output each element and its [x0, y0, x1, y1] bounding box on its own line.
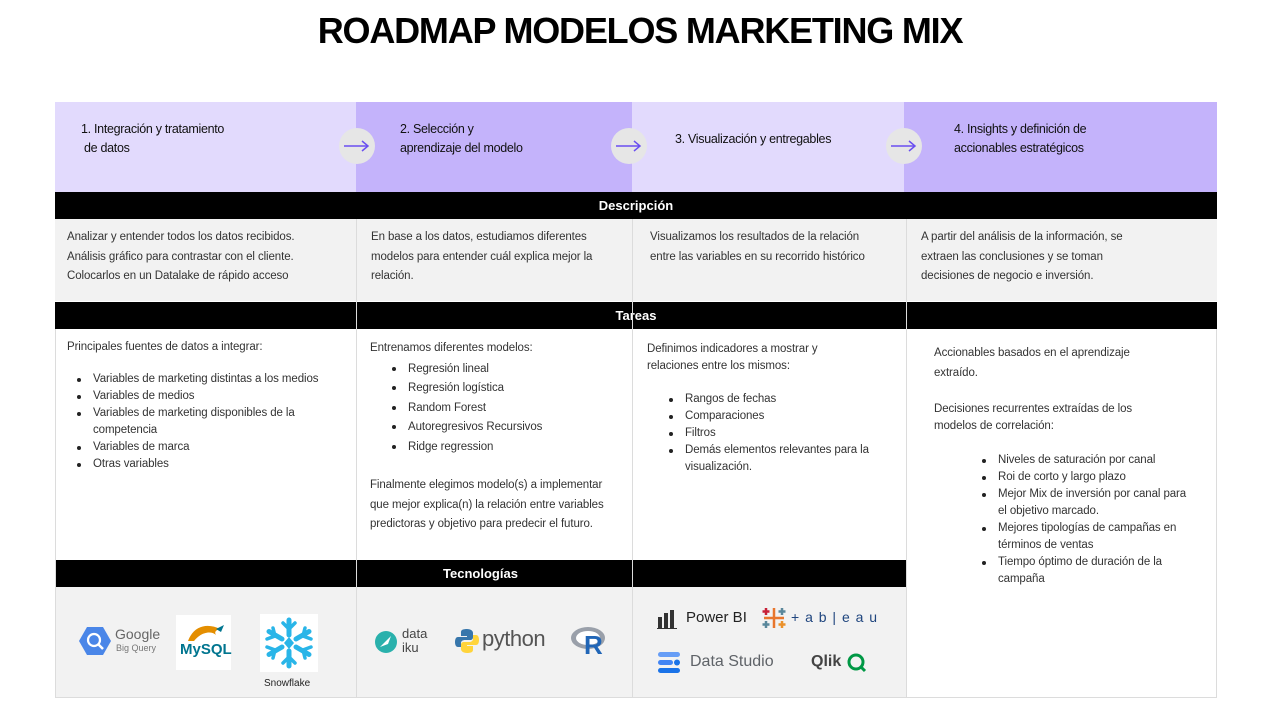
tareas-intro: Accionables basados en el aprendizaje: [934, 347, 1130, 359]
mysql-logo: MySQL: [176, 615, 232, 670]
tareas-intro: Principales fuentes de datos a integrar:: [67, 341, 263, 353]
dataiku-logo: data iku: [374, 627, 434, 657]
tableau-logo: + a b | e a u: [761, 605, 881, 631]
arrow-right-icon: [886, 128, 922, 164]
python-logo: python: [455, 626, 550, 656]
phase-4: 4. Insights y definición de accionables …: [904, 102, 1217, 192]
tareas-list: Niveles de saturación por canal Roi de c…: [960, 452, 1217, 588]
list-item: Regresión lineal: [370, 360, 632, 380]
tareas-cell-2: Entrenamos diferentes modelos: Regresión…: [357, 329, 632, 560]
tareas-list: Rangos de fechas Comparaciones Filtros D…: [647, 391, 906, 476]
page-title: ROADMAP MODELOS MARKETING MIX: [317, 10, 964, 51]
dataiku-line2: iku: [402, 640, 419, 655]
arrow-right-icon: [611, 128, 647, 164]
phase-4-line2: accionables estratégicos: [954, 141, 1084, 155]
descripcion-line: Análisis gráfico para contrastar con el …: [67, 250, 294, 263]
list-item: Mejores tipologías de campañas en términ…: [960, 520, 1188, 554]
list-item: Niveles de saturación por canal: [960, 452, 1217, 469]
phase-4-line1: 4. Insights y definición de: [954, 122, 1087, 136]
tareas-cell-4: Accionables basados en el aprendizaje ex…: [907, 329, 1217, 697]
descripcion-cell-1: Analizar y entender todos los datos reci…: [55, 219, 356, 301]
tableau-text: + a b | e a u: [791, 609, 879, 625]
phase-2-line1: 2. Selección y: [400, 122, 474, 136]
list-item: Regresión logística: [370, 379, 632, 399]
section-bar-tareas: Tareas: [55, 302, 1217, 329]
list-item: Autoregresivos Recursivos: [370, 418, 632, 438]
list-item: Tiempo óptimo de duración de la campaña: [960, 554, 1198, 588]
list-item: Rangos de fechas: [647, 391, 906, 408]
list-item: Random Forest: [370, 399, 632, 419]
descripcion-line: decisiones de negocio e inversión.: [921, 270, 1094, 282]
list-item: Ridge regression: [370, 438, 632, 458]
dataiku-line1: data: [402, 626, 428, 641]
list-item: Otras variables: [55, 456, 356, 473]
descripcion-cell-2: En base a los datos, estudiamos diferent…: [357, 219, 632, 301]
google-bigquery-line2: Big Query: [116, 643, 157, 653]
tareas-outro: Finalmente elegimos modelo(s) a implemen…: [370, 479, 604, 530]
tareas-intro: extraído.: [934, 366, 978, 379]
table-bottom-border: [55, 697, 1217, 698]
table-border: [55, 329, 56, 697]
descripcion-line: Colocarlos en un Datalake de rápido acce…: [67, 270, 289, 282]
snowflake-logo: Snowflake: [260, 614, 318, 694]
phase-1: 1. Integración y tratamiento de datos: [55, 102, 356, 192]
tareas-intro: Definimos indicadores a mostrar y: [647, 343, 818, 355]
phase-1-line1: 1. Integración y tratamiento: [81, 122, 225, 136]
column-divider: [906, 219, 907, 697]
section-bar-tecnologias: Tecnologías: [55, 560, 906, 587]
list-item: Variables de marketing distintas a los m…: [55, 371, 356, 388]
r-text: R: [584, 630, 603, 660]
powerbi-logo: Power BI: [657, 607, 752, 631]
phase-2: 2. Selección y aprendizaje del modelo: [356, 102, 632, 192]
tareas-cell-3: Definimos indicadores a mostrar y relaci…: [633, 329, 906, 560]
tareas-intro: Decisiones recurrentes extraídas de los: [934, 403, 1133, 415]
list-item: Variables de medios: [55, 388, 356, 405]
google-bigquery-logo: Google Big Query: [79, 624, 169, 658]
arrow-right-icon: [339, 128, 375, 164]
descripcion-line: relación.: [371, 270, 414, 282]
descripcion-cell-3: Visualizamos los resultados de la relaci…: [633, 219, 906, 301]
phase-1-line2: de datos: [84, 141, 130, 155]
descripcion-cell-4: A partir del análisis de la información,…: [907, 219, 1217, 301]
tech-cell-3: [633, 587, 906, 697]
qlik-logo: Qlik: [811, 651, 871, 675]
mysql-text: MySQL: [180, 641, 232, 658]
qlik-text: Qlik: [811, 653, 842, 670]
snowflake-text: Snowflake: [264, 678, 311, 689]
python-text: python: [482, 626, 546, 651]
list-item: Roi de corto y largo plazo: [960, 469, 1217, 486]
powerbi-text: Power BI: [686, 609, 747, 626]
table-border: [1216, 329, 1217, 697]
list-item: Variables de marca: [55, 439, 356, 456]
phase-3: 3. Visualización y entregables: [632, 102, 904, 192]
descripcion-line: Analizar y entender todos los datos reci…: [67, 231, 295, 243]
tareas-list: Variables de marketing distintas a los m…: [55, 371, 356, 473]
descripcion-line: A partir del análisis de la información,…: [921, 231, 1123, 243]
descripcion-line: Visualizamos los resultados de la relaci…: [650, 231, 860, 243]
list-item: Mejor Mix de inversión por canal para el…: [960, 486, 1188, 520]
google-bigquery-line1: Google: [115, 626, 161, 642]
phase-2-line2: aprendizaje del modelo: [400, 141, 523, 155]
tareas-list: Regresión lineal Regresión logística Ran…: [370, 360, 632, 458]
datastudio-text: Data Studio: [690, 653, 774, 670]
descripcion-line: entre las variables en su recorrido hist…: [650, 250, 865, 263]
phase-3-line1: 3. Visualización y entregables: [675, 132, 832, 146]
list-item: Variables de marketing disponibles de la…: [55, 405, 328, 439]
descripcion-line: En base a los datos, estudiamos diferent…: [371, 231, 587, 243]
tareas-intro: relaciones entre los mismos:: [647, 360, 790, 372]
tareas-intro: modelos de correlación:: [934, 420, 1054, 432]
list-item: Comparaciones: [647, 408, 906, 425]
tareas-intro: Entrenamos diferentes modelos:: [370, 342, 533, 354]
r-logo: R: [570, 625, 610, 660]
tareas-cell-1: Principales fuentes de datos a integrar:…: [55, 329, 356, 560]
list-item: Demás elementos relevantes para la visua…: [647, 442, 895, 476]
section-bar-descripcion: Descripción: [55, 192, 1217, 219]
column-divider: [356, 219, 357, 697]
descripcion-line: modelos para entender cuál explica mejor…: [371, 250, 593, 263]
descripcion-line: extraen las conclusiones y se toman: [921, 250, 1103, 263]
column-divider: [632, 219, 633, 697]
list-item: Filtros: [647, 425, 906, 442]
datastudio-logo: Data Studio: [657, 650, 782, 676]
